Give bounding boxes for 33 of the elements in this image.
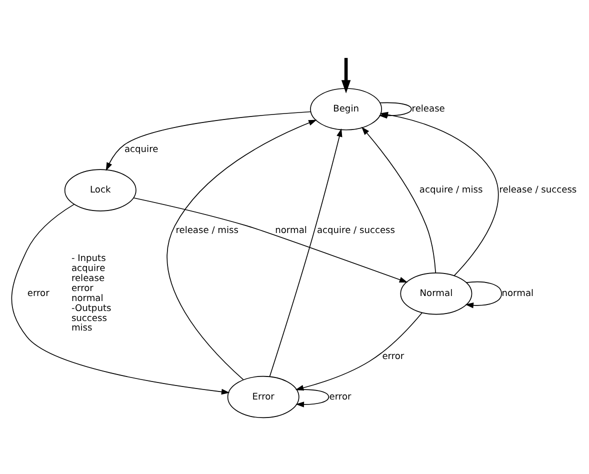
edge-label: error	[27, 288, 50, 298]
node-ellipse: Lock	[64, 168, 136, 211]
arrow	[133, 196, 408, 282]
label: miss	[71, 323, 92, 334]
arrow	[166, 119, 317, 380]
arrow	[295, 312, 422, 390]
edge-label: error	[329, 392, 352, 402]
arrow	[296, 388, 330, 407]
node-ellipse: Error	[227, 375, 300, 418]
node-ellipse: Begin	[310, 88, 382, 130]
edge-label: release / miss	[176, 226, 238, 236]
edge-label: acquire / miss	[419, 185, 483, 196]
edge-label: release	[412, 104, 445, 114]
label: normal	[71, 293, 104, 304]
arrow	[465, 280, 502, 308]
label: acquire	[71, 264, 106, 274]
arrow	[106, 110, 312, 170]
edge-label: normal	[275, 226, 307, 236]
edge-label: acquire / success	[316, 226, 396, 236]
label: - Inputs	[71, 254, 106, 264]
arrow	[11, 203, 230, 394]
label: error	[71, 283, 94, 294]
arrow	[269, 128, 342, 376]
label: success	[71, 313, 107, 324]
arrow	[361, 126, 436, 273]
edge-label: acquire	[124, 144, 158, 155]
edge-label: release / success	[499, 185, 577, 196]
label: -Outputs	[71, 303, 112, 314]
arrow	[341, 57, 351, 93]
label: release	[71, 274, 105, 284]
edge-label: error	[382, 351, 404, 362]
node-ellipse: Normal	[400, 272, 472, 314]
edge-label: normal	[502, 288, 534, 298]
